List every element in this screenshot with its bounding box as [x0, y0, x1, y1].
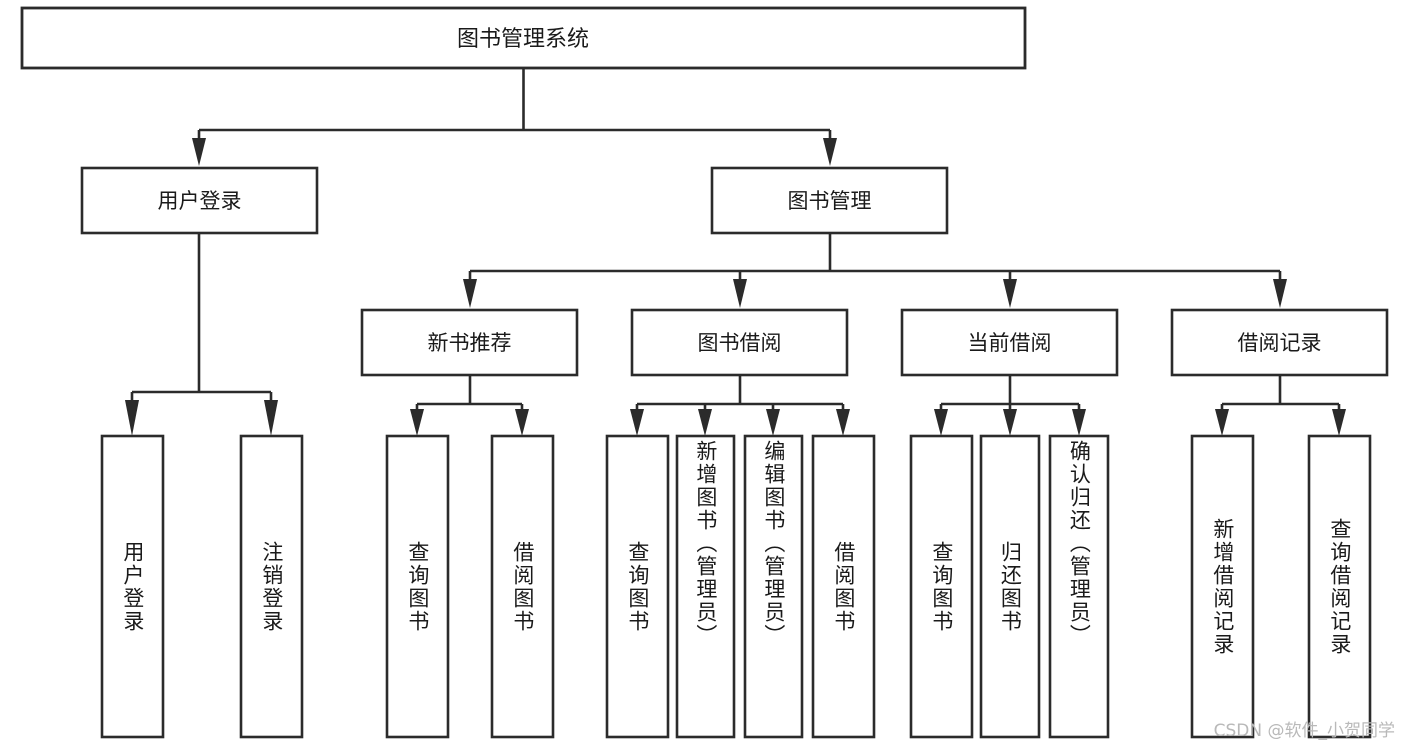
node-borrow-record-label: 借阅记录	[1238, 331, 1322, 355]
leaf-box-edit-book[interactable]	[743, 434, 804, 739]
connector-group-current-borrow	[934, 375, 1086, 436]
arrow-head-leaf-query-record	[1332, 409, 1346, 436]
connector-group-book-borrow	[630, 375, 850, 436]
node-root-label: 图书管理系统	[457, 27, 589, 52]
arrow-head-book-borrow	[733, 279, 747, 308]
node-book-borrow[interactable]: 图书借阅	[630, 308, 849, 377]
node-user-login-label: 用户登录	[158, 189, 242, 213]
leaf-box-return-book[interactable]	[979, 434, 1041, 739]
node-book-borrow-label: 图书借阅	[698, 331, 782, 355]
arrow-head-leaf-query-book-3	[934, 409, 948, 436]
node-user-login[interactable]: 用户登录	[80, 166, 319, 235]
arrow-head-borrow-record	[1273, 279, 1287, 308]
leaf-box-borrow-book-2[interactable]	[811, 434, 876, 739]
arrow-head-leaf-add-record	[1215, 409, 1229, 436]
arrow-head-current-borrow	[1003, 279, 1017, 308]
leaf-box-borrow-book-1[interactable]	[490, 434, 555, 739]
leaf-box-query-book-3[interactable]	[909, 434, 974, 739]
node-book-manage-box[interactable]	[710, 166, 949, 235]
leaf-node-group	[100, 434, 1372, 739]
arrow-head-leaf-confirm-return	[1072, 409, 1086, 436]
connector-group-user-login	[125, 233, 278, 436]
connector-group-borrow-record	[1215, 375, 1346, 436]
node-current-borrow-box[interactable]	[900, 308, 1119, 377]
node-borrow-record[interactable]: 借阅记录	[1170, 308, 1389, 377]
arrow-head-leaf-return-book	[1003, 409, 1017, 436]
node-new-book-recommend[interactable]: 新书推荐	[360, 308, 579, 377]
node-new-book-recommend-box[interactable]	[360, 308, 579, 377]
node-book-borrow-box[interactable]	[630, 308, 849, 377]
node-book-manage[interactable]: 图书管理	[710, 166, 949, 235]
arrow-head-new-book-recommend	[463, 279, 477, 308]
leaf-box-confirm-return[interactable]	[1048, 434, 1110, 739]
arrow-head-leaf-user-logout	[264, 400, 278, 436]
node-current-borrow-label: 当前借阅	[968, 331, 1052, 355]
node-root-box[interactable]	[20, 6, 1027, 70]
arrow-head-leaf-query-book-2	[630, 409, 644, 436]
node-user-login-box[interactable]	[80, 166, 319, 235]
leaf-box-add-record[interactable]	[1190, 434, 1255, 739]
connector-group-book-manage	[463, 233, 1287, 308]
connector-group-new-book-recommend	[410, 375, 529, 436]
leaf-box-user-login[interactable]	[100, 434, 165, 739]
leaf-box-query-record[interactable]	[1307, 434, 1372, 739]
arrow-head-leaf-edit-book	[766, 409, 780, 436]
leaf-box-add-book[interactable]	[675, 434, 736, 739]
arrow-head-user-login	[192, 138, 206, 166]
arrow-head-leaf-query-book-1	[410, 409, 424, 436]
arrow-head-leaf-user-login	[125, 400, 139, 436]
arrow-head-leaf-borrow-book-1	[515, 409, 529, 436]
node-root[interactable]: 图书管理系统	[20, 6, 1027, 70]
arrow-head-leaf-borrow-book-2	[836, 409, 850, 436]
node-book-manage-label: 图书管理	[788, 189, 872, 213]
leaf-box-query-book-1[interactable]	[385, 434, 450, 739]
connector-group-root	[192, 68, 837, 166]
node-borrow-record-box[interactable]	[1170, 308, 1389, 377]
node-current-borrow[interactable]: 当前借阅	[900, 308, 1119, 377]
arrow-head-book-manage	[823, 138, 837, 166]
arrow-head-leaf-add-book	[698, 409, 712, 436]
csdn-watermark: CSDN @软件_小贺同学	[1213, 721, 1395, 741]
leaf-box-query-book-2[interactable]	[605, 434, 670, 739]
leaf-box-user-logout[interactable]	[239, 434, 304, 739]
node-new-book-recommend-label: 新书推荐	[428, 331, 512, 355]
